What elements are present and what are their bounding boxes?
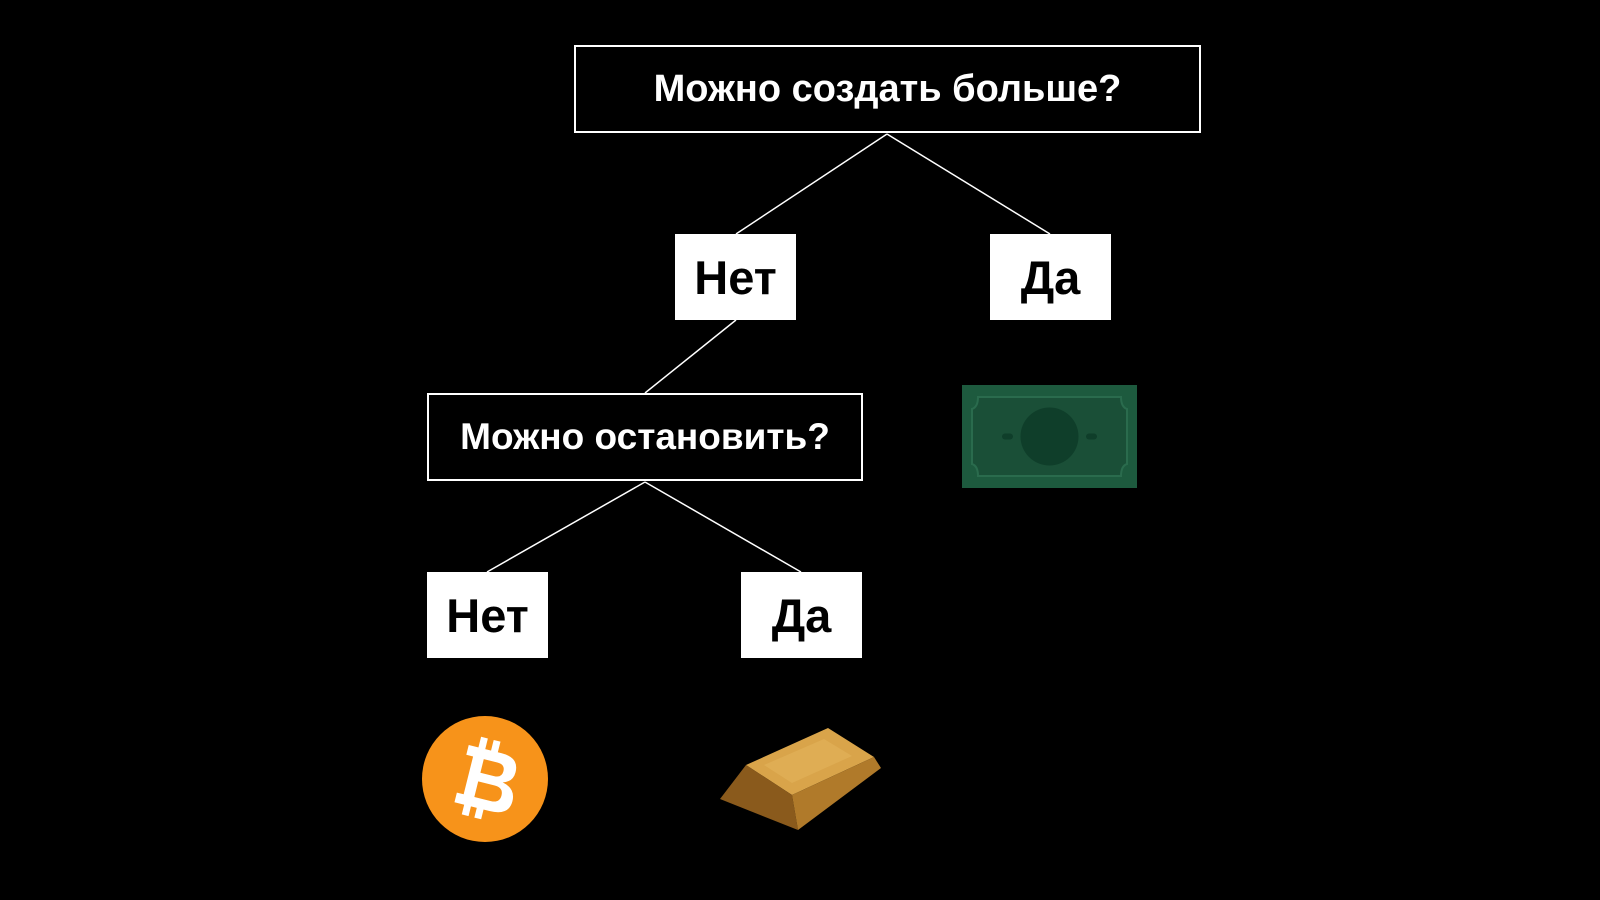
question-can-create-more: Можно создать больше? <box>574 45 1201 133</box>
answer-yes-2: Да <box>741 572 862 658</box>
edge-q1-no1 <box>735 133 888 235</box>
edge-q2-yes2 <box>644 481 802 573</box>
answer-no-2: Нет <box>427 572 548 658</box>
question-label: Можно остановить? <box>460 416 830 457</box>
answer-label: Нет <box>694 250 777 304</box>
dollar-bill-icon <box>962 385 1137 488</box>
answer-label: Нет <box>446 588 529 642</box>
answer-yes-1: Да <box>990 234 1111 320</box>
question-label: Можно создать больше? <box>653 67 1122 110</box>
answer-no-1: Нет <box>675 234 796 320</box>
edge-q2-no2 <box>486 481 646 573</box>
answer-label: Да <box>771 588 832 642</box>
edge-no1-q2 <box>644 319 737 394</box>
answer-label: Да <box>1020 250 1081 304</box>
bitcoin-icon <box>422 716 548 842</box>
question-can-stop: Можно остановить? <box>427 393 863 481</box>
edge-q1-yes1 <box>886 133 1051 235</box>
gold-bar-icon <box>720 728 881 830</box>
